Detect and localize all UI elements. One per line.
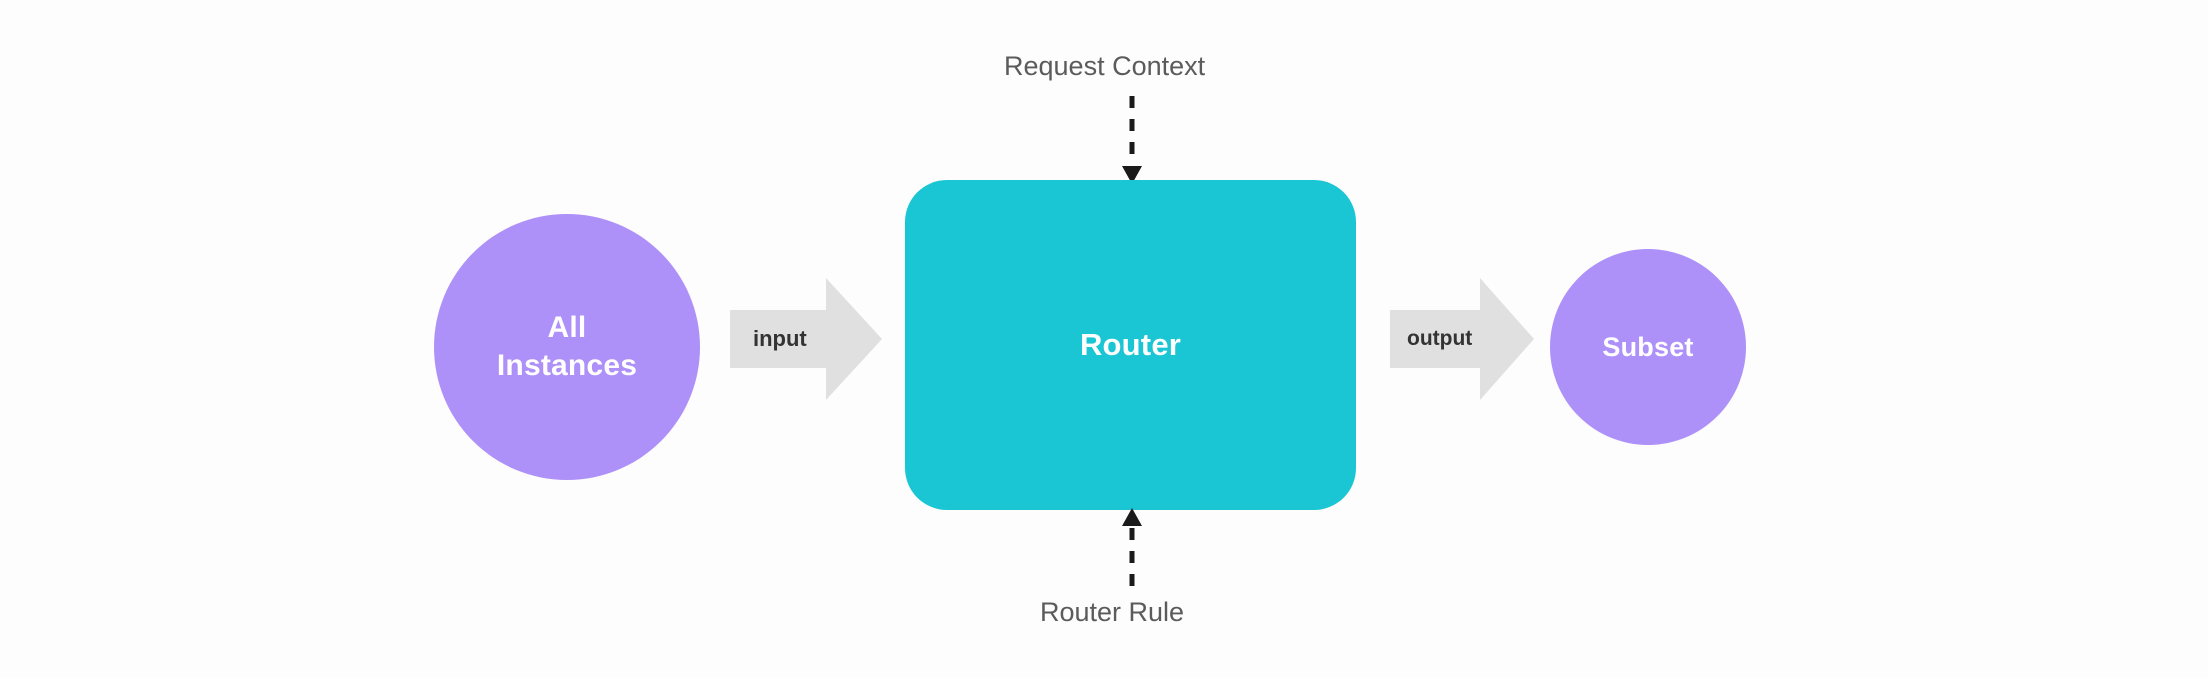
arrow-output-label: output <box>1407 327 1473 350</box>
arrow-input-label: input <box>753 326 807 351</box>
connector-router-rule <box>1110 508 1154 596</box>
node-subset: Subset <box>1550 249 1746 445</box>
arrow-input-shape <box>730 278 882 400</box>
arrow-input: input <box>730 278 882 400</box>
arrow-output-shape <box>1390 278 1534 400</box>
label-request-context: Request Context <box>1004 51 1206 81</box>
node-all-instances: All Instances <box>434 214 700 480</box>
arrow-output: output <box>1390 278 1534 400</box>
node-subset-label: Subset <box>1602 331 1694 362</box>
connector-request-context <box>1110 96 1154 184</box>
label-router-rule: Router Rule <box>1040 597 1185 627</box>
node-router-label: Router <box>1079 327 1182 362</box>
node-all-instances-label: All Instances <box>496 310 638 382</box>
dashed-arrow-down-icon <box>1122 96 1142 184</box>
dashed-arrow-up-icon <box>1122 508 1142 596</box>
node-router: Router <box>905 180 1356 510</box>
